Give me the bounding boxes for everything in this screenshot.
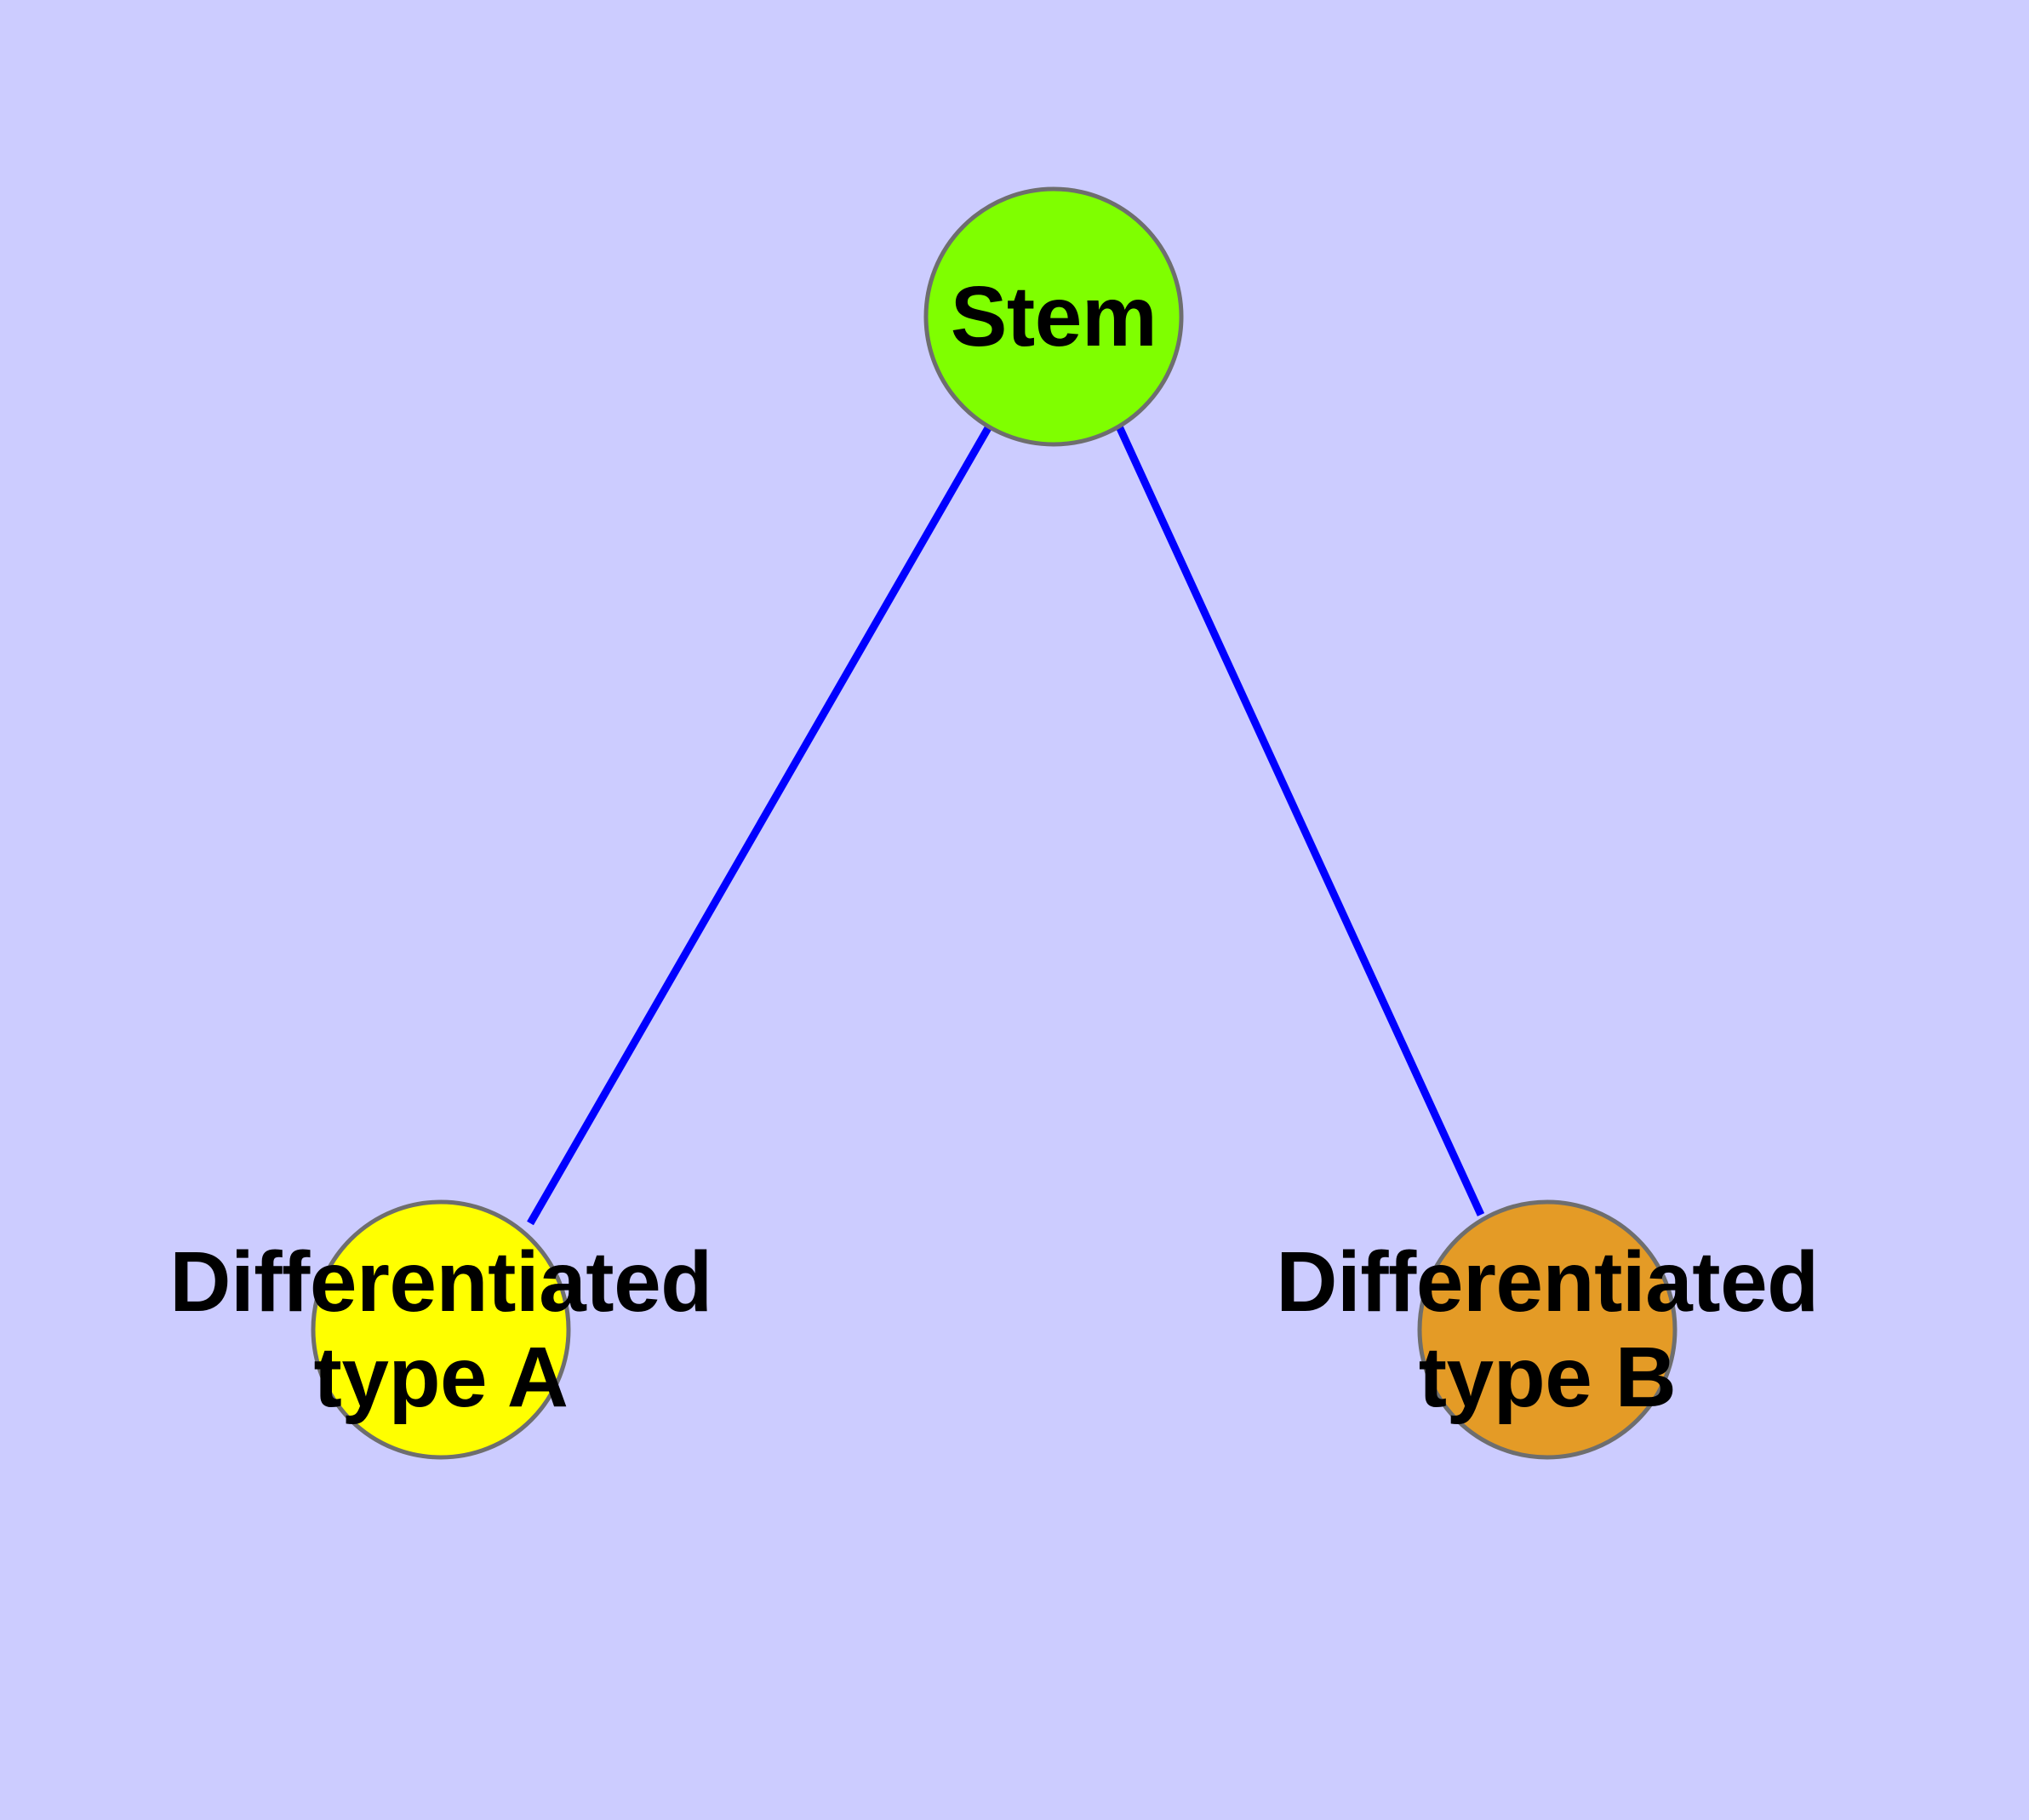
node-diff_b[interactable]	[1417, 1199, 1677, 1460]
nodes-layer	[311, 186, 1677, 1460]
edges-layer	[527, 424, 1485, 1226]
node-stem[interactable]	[923, 186, 1184, 447]
edge-stem-to-b	[1115, 425, 1485, 1216]
node-diff_a[interactable]	[311, 1199, 571, 1460]
edge-stem-to-a	[527, 424, 992, 1226]
